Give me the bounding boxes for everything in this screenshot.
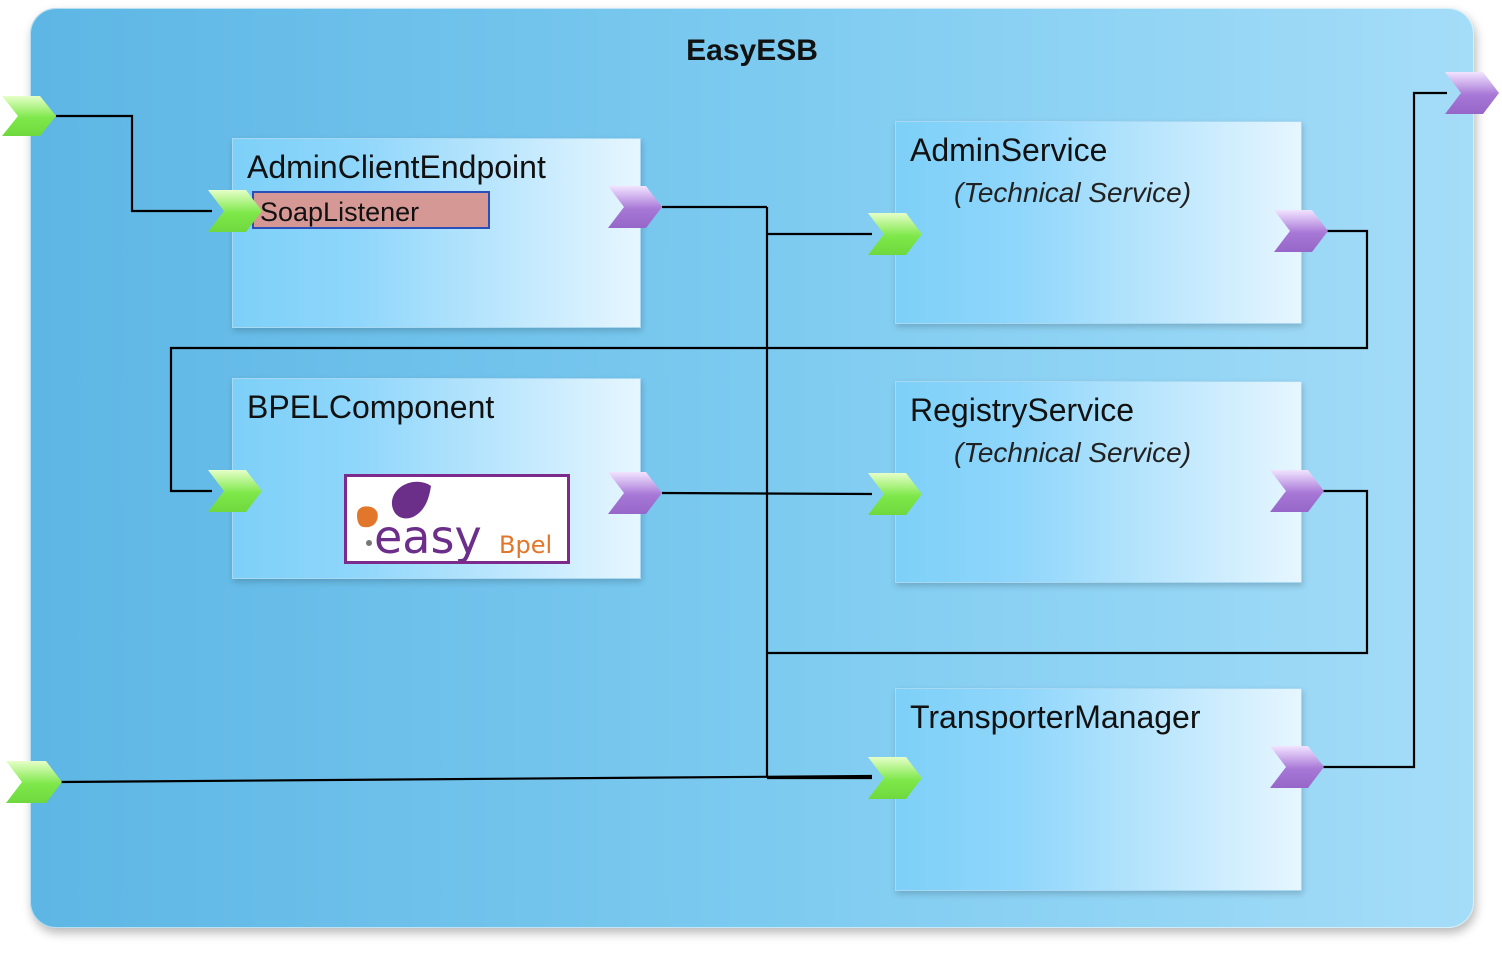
admin-client-endpoint-box[interactable]: AdminClientEndpoint	[232, 138, 641, 328]
box-subtitle: (Technical Service)	[954, 437, 1192, 468]
box-title: TransporterManager	[910, 699, 1201, 735]
green-arrow-icon[interactable]	[6, 761, 62, 803]
wire-bpel-to-registry	[661, 491, 873, 496]
easybpel-logo: easy Bpel	[344, 474, 570, 564]
wire-adminservice-to-bpel	[169, 229, 1369, 493]
easybpel-logo-graphic: easy Bpel	[357, 481, 552, 564]
green-arrow-icon[interactable]	[208, 190, 262, 232]
green-arrow-icon[interactable]	[868, 213, 922, 255]
box-title: AdminClientEndpoint	[247, 149, 546, 185]
logo-drop-orange	[357, 506, 378, 528]
admin-service-box[interactable]: AdminService (Technical Service)	[895, 121, 1302, 324]
green-arrow-icon[interactable]	[208, 470, 262, 512]
purple-arrow-icon[interactable]	[1270, 746, 1324, 788]
box-title: RegistryService	[910, 392, 1135, 428]
transporter-manager-box[interactable]: TransporterManager	[895, 688, 1302, 891]
provider-arrows	[608, 72, 1499, 788]
logo-dot	[366, 540, 372, 546]
purple-arrow-icon[interactable]	[1274, 210, 1328, 252]
registry-service-box[interactable]: RegistryService (Technical Service)	[895, 381, 1302, 583]
logo-text-easy: easy	[374, 510, 482, 561]
wire-registry-loop	[767, 489, 1369, 655]
consumer-arrows	[2, 96, 922, 803]
logo-text-bpel: Bpel	[499, 531, 552, 559]
box-subtitle: (Technical Service)	[954, 177, 1192, 208]
wire-in-to-soaplistener	[56, 114, 212, 213]
box-title: AdminService	[910, 132, 1108, 168]
green-arrow-icon[interactable]	[2, 96, 56, 136]
logo-drop-purple	[391, 481, 431, 519]
wire-in-to-transporter	[59, 774, 873, 784]
purple-arrow-icon[interactable]	[1270, 470, 1324, 512]
purple-arrow-icon[interactable]	[608, 472, 662, 514]
purple-arrow-icon[interactable]	[1445, 72, 1499, 114]
purple-arrow-icon[interactable]	[608, 186, 662, 228]
wire-transporter-to-out	[1322, 91, 1447, 769]
green-arrow-icon[interactable]	[868, 473, 922, 515]
box-title: BPELComponent	[247, 389, 495, 425]
green-arrow-icon[interactable]	[868, 757, 922, 799]
container-title: EasyESB	[686, 34, 818, 67]
